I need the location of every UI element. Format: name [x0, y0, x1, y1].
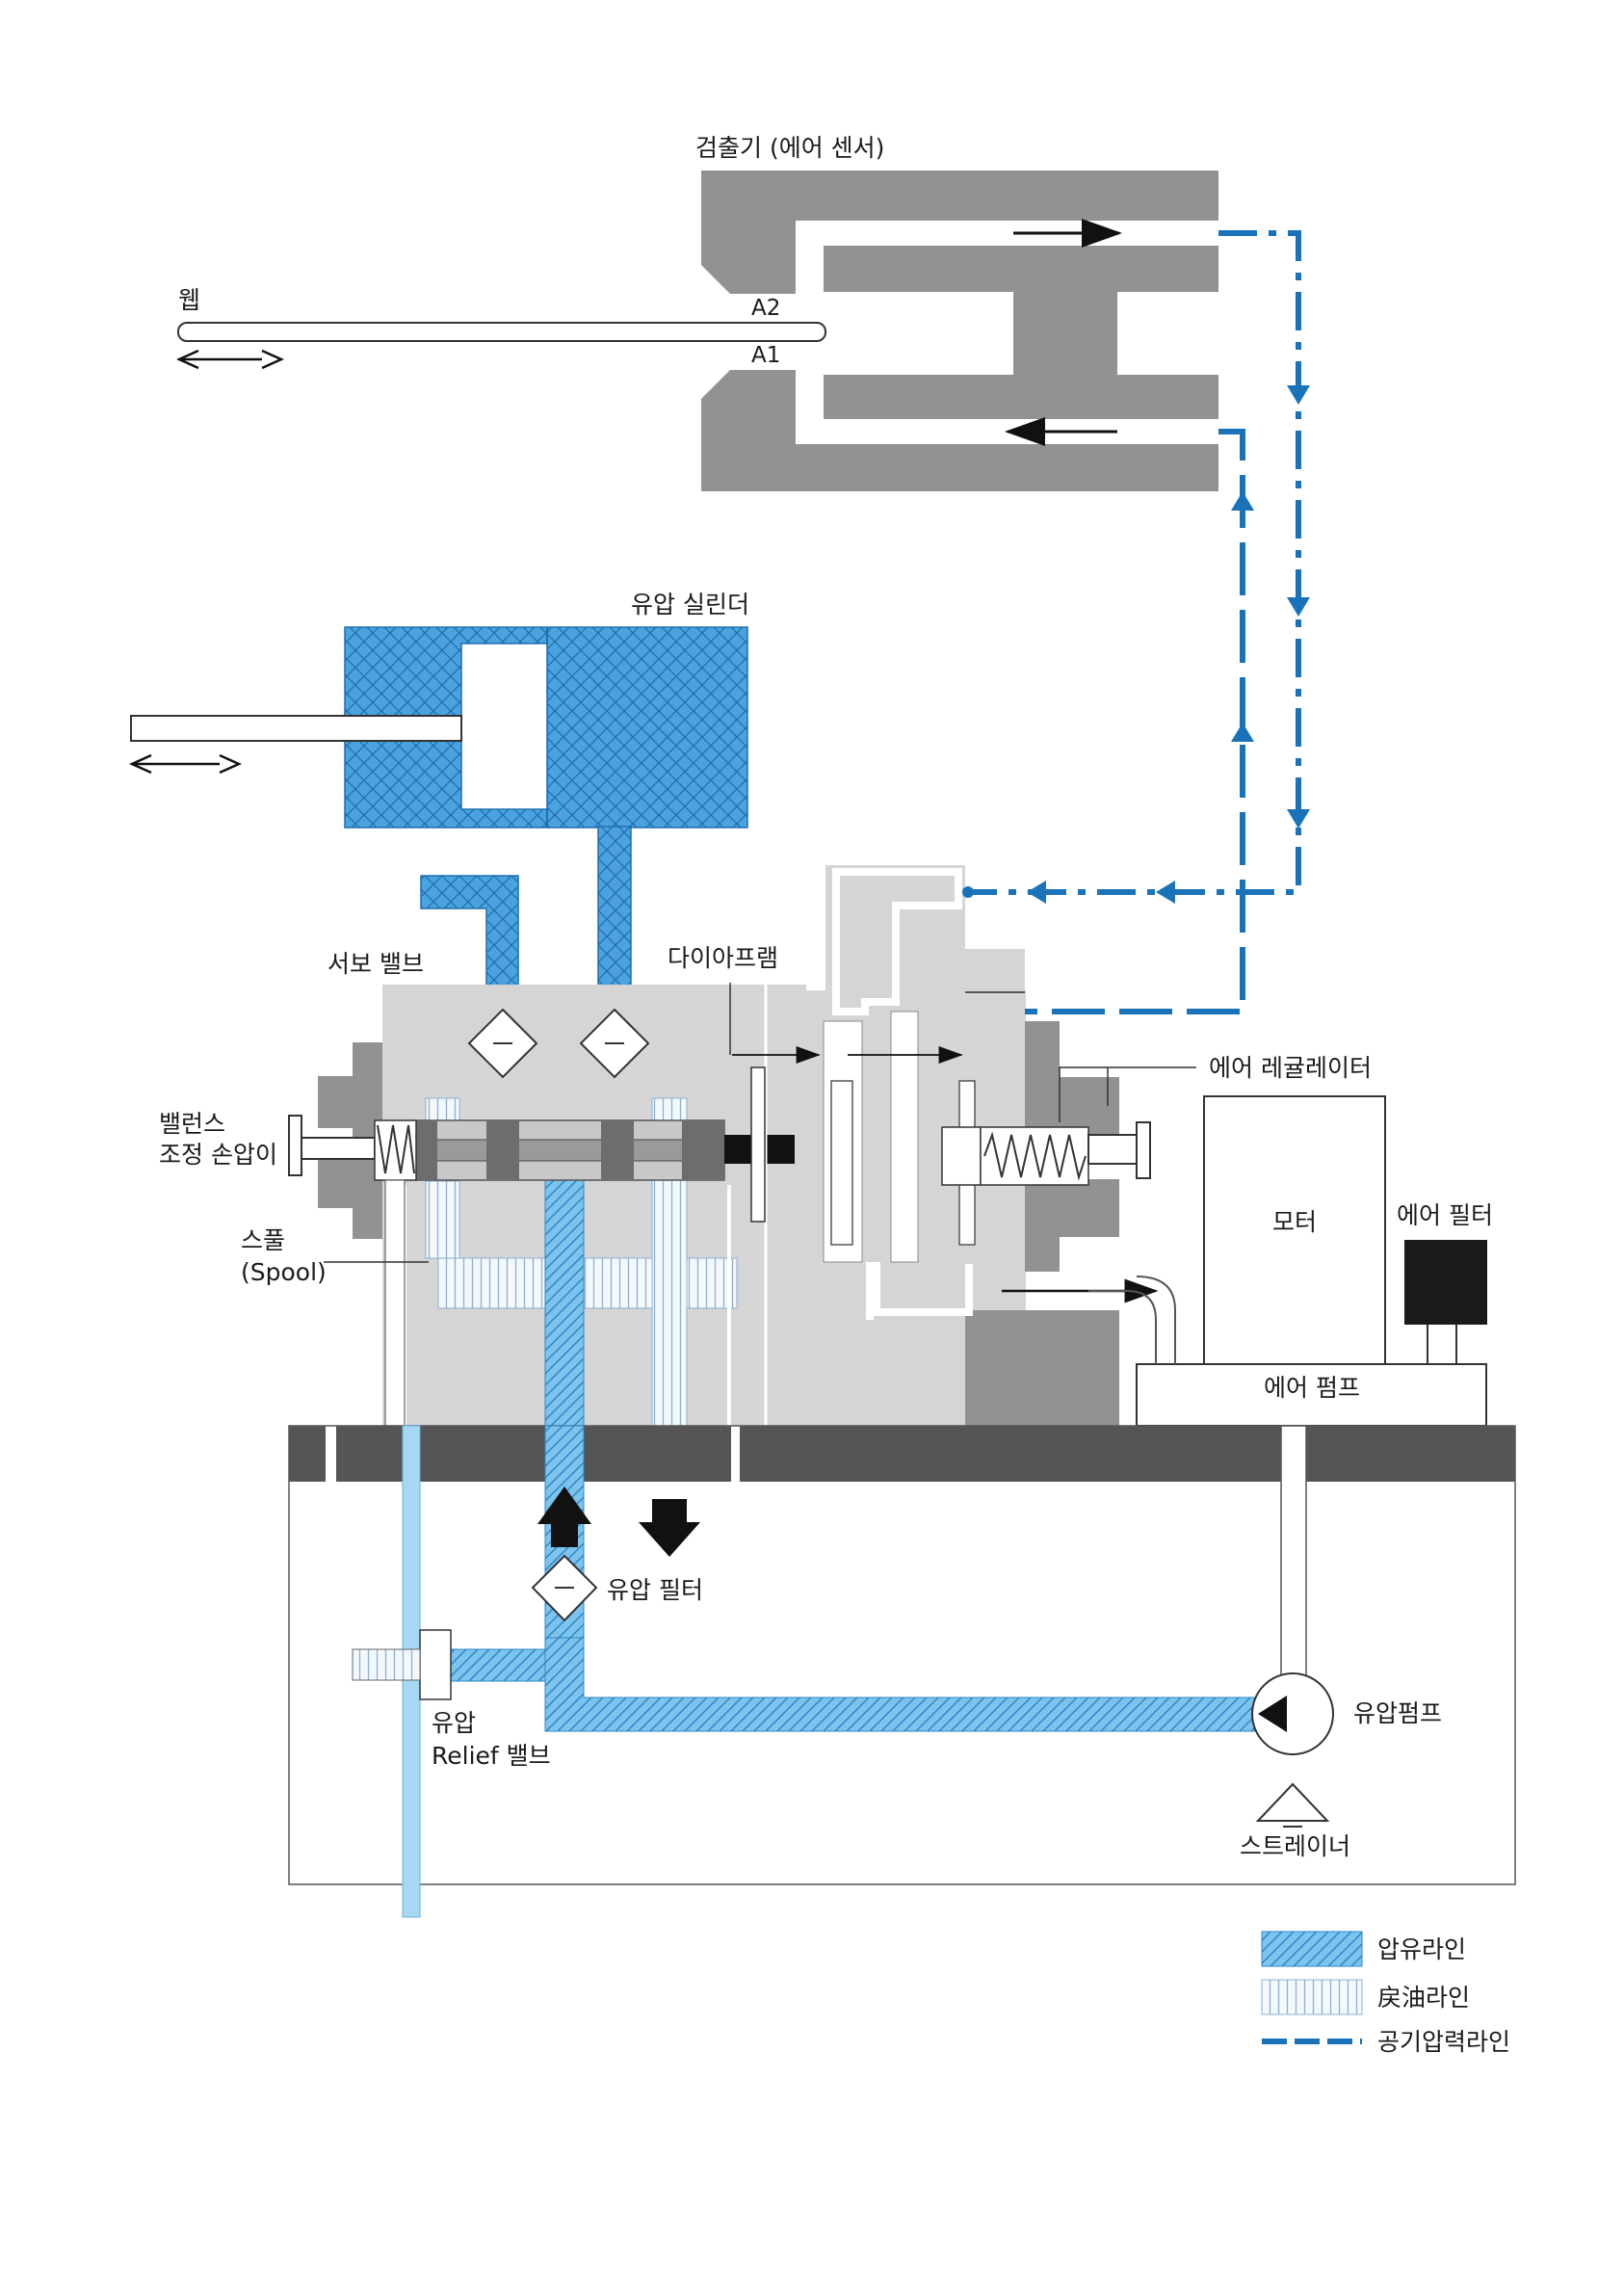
spool-land-3 — [601, 1120, 634, 1180]
diaphragm-unit — [732, 865, 1159, 1426]
label-air-regulator: 에어 레귤레이터 — [1209, 1054, 1372, 1082]
air-pump-outlet-tube — [1088, 1290, 1157, 1364]
air-sensor-detector — [701, 171, 1218, 491]
sensor-core-lower — [824, 375, 1218, 419]
tank-lid-2 — [336, 1426, 731, 1482]
leader-lines — [324, 983, 1196, 1263]
return-down-arrow — [639, 1499, 700, 1557]
label-servo-valve: 서보 밸브 — [327, 950, 424, 978]
sensor-core-mid — [1013, 292, 1117, 375]
cylinder-piston-space — [460, 643, 548, 810]
spool-land-2 — [486, 1120, 519, 1180]
regulator-housing — [1025, 1021, 1119, 1272]
return-passage-left — [425, 1180, 460, 1259]
web-double-arrow — [175, 349, 285, 370]
label-web: 웹 — [178, 286, 200, 314]
labels: 검출기 (에어 센서) 웹 A2 A1 유압 실린더 서보 밸브 다이아프램 에… — [159, 134, 1493, 1860]
relief-valve-body — [419, 1629, 452, 1700]
balance-adjust-knob — [288, 1115, 417, 1427]
servo-port-filter-left — [467, 1008, 538, 1079]
label-air-filter: 에어 필터 — [1397, 1201, 1493, 1229]
air-line-supply — [968, 230, 1301, 895]
legend-swatch-pressure — [1261, 1931, 1363, 1967]
relief-valve-spring — [352, 1648, 421, 1681]
balance-spring — [377, 1124, 415, 1174]
label-spool-1: 스풀 — [241, 1226, 285, 1254]
label-detector: 검출기 (에어 센서) — [695, 134, 884, 162]
label-diaphragm: 다이아프램 — [668, 944, 778, 972]
cylinder-double-arrow — [128, 753, 243, 775]
legend-swatch-return — [1261, 1979, 1363, 2015]
servo-valve — [318, 985, 811, 1515]
legend: 압유라인 戻油라인 공기압력라인 — [1261, 1931, 1510, 2056]
sensor-lower-jaw — [701, 370, 1218, 491]
sensor-upper-jaw — [701, 171, 1218, 294]
label-relief-2: Relief 밸브 — [432, 1742, 551, 1770]
label-air-pump: 에어 펌프 — [1264, 1374, 1360, 1402]
pump-suction-pipe — [1280, 1425, 1307, 1677]
oil-filter — [531, 1554, 598, 1622]
air-pump — [1136, 1363, 1487, 1427]
spool-land-4 — [682, 1120, 724, 1180]
label-oil-filter: 유압 필터 — [607, 1576, 703, 1604]
air-pressure-circuit — [962, 230, 1310, 1014]
label-balance-2: 조정 손압이 — [159, 1141, 277, 1169]
diaphragm-right-block — [965, 949, 1025, 1045]
sensor-core-upper — [824, 246, 1218, 292]
air-filter — [1404, 1240, 1487, 1325]
label-motor: 모터 — [1272, 1208, 1317, 1236]
air-line-return — [1025, 429, 1245, 1014]
return-chamber — [437, 1257, 738, 1309]
label-balance-1: 밸런스 — [159, 1110, 225, 1138]
web-strip — [177, 322, 826, 342]
servo-port-filter-right — [579, 1008, 650, 1079]
legend-label-return: 戻油라인 — [1377, 1984, 1470, 2012]
web — [175, 322, 826, 370]
pressure-oil-circuit — [352, 1425, 1334, 1828]
tank-lid-1 — [289, 1426, 326, 1482]
label-cylinder: 유압 실린더 — [631, 591, 749, 618]
servo-valve-left-flange — [318, 1042, 382, 1239]
regulator-spring — [983, 1131, 1087, 1181]
diaphragm-dark-block — [965, 1310, 1119, 1426]
label-oil-pump: 유압펌프 — [1353, 1699, 1442, 1727]
spool-land-1 — [416, 1120, 437, 1180]
motor — [1203, 1095, 1386, 1365]
motor-pump-group — [1088, 1095, 1487, 1427]
strainer — [1255, 1782, 1330, 1828]
oil-pump — [1251, 1672, 1334, 1755]
legend-label-air: 공기압력라인 — [1377, 2028, 1510, 2056]
diaphragm-left — [750, 1066, 766, 1223]
label-a2: A2 — [751, 296, 780, 321]
label-relief-1: 유압 — [432, 1709, 476, 1737]
pressure-up-arrow — [537, 1487, 591, 1547]
hydraulic-cylinder — [128, 626, 748, 1207]
tank-lid-3 — [740, 1426, 1515, 1482]
diaphragm-rod — [830, 1080, 853, 1246]
cylinder-rod — [130, 715, 462, 742]
relief-valve-line — [450, 1648, 546, 1682]
legend-label-pressure: 압유라인 — [1377, 1935, 1466, 1963]
label-a1: A1 — [751, 343, 780, 368]
regulator-piston — [941, 1126, 982, 1186]
label-strainer: 스트레이너 — [1240, 1832, 1350, 1860]
label-spool-2: (Spool) — [241, 1258, 327, 1286]
